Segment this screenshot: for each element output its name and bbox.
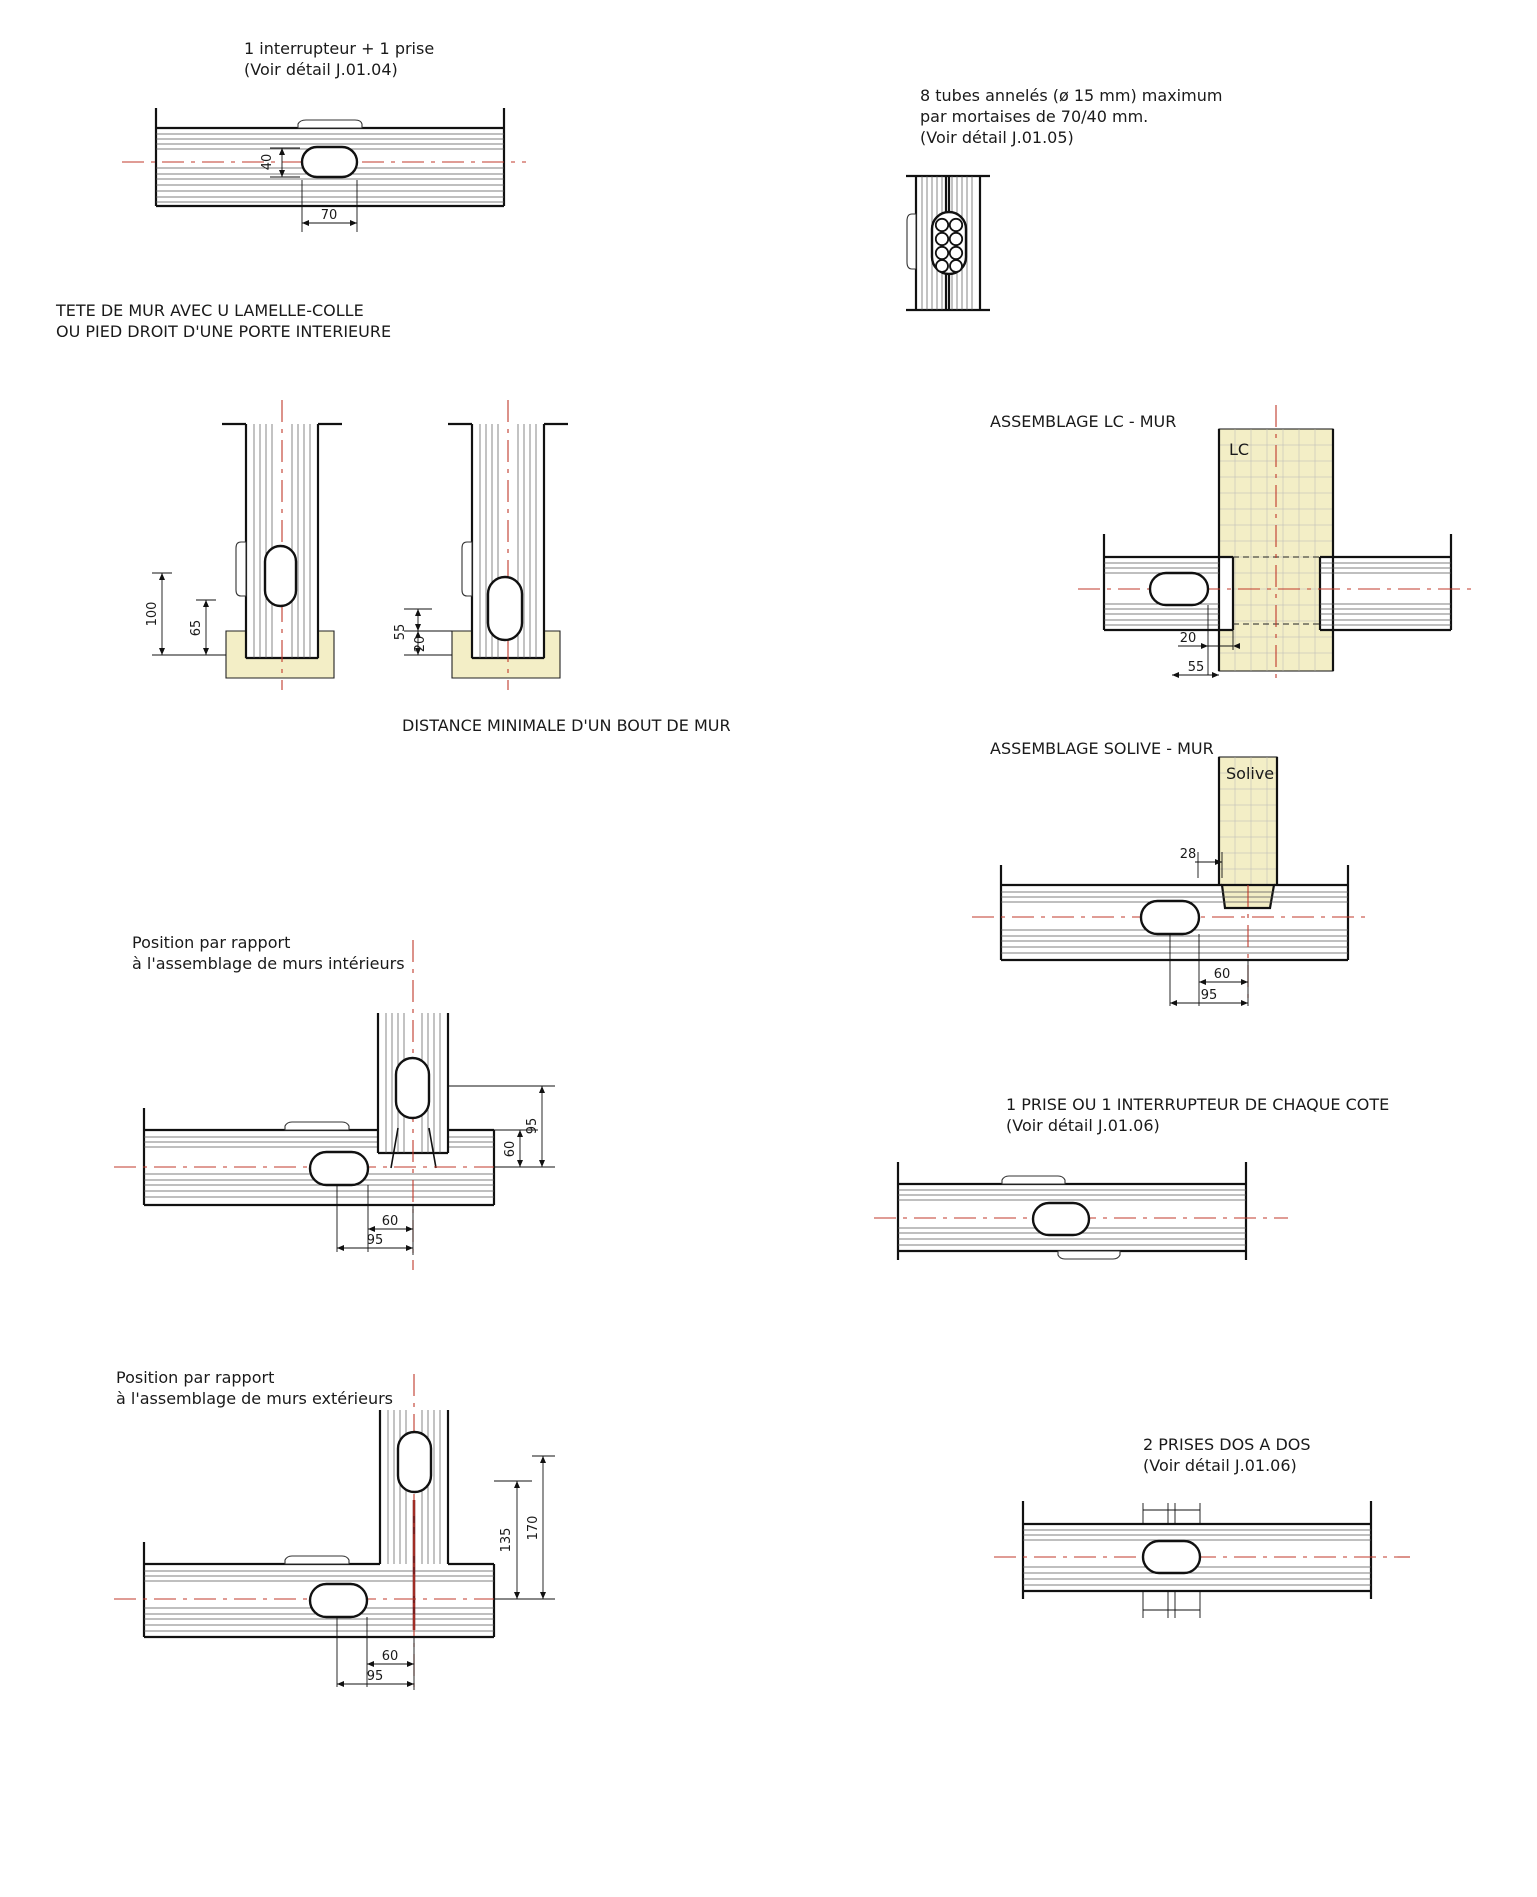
- detail-each-side: 1 PRISE OU 1 INTERRUPTEUR DE CHAQUE COTE…: [874, 1095, 1389, 1260]
- exterior-label-line1: Position par rapport: [116, 1368, 274, 1387]
- mortise-hole: [1139, 899, 1201, 936]
- each-side-label-line1: 1 PRISE OU 1 INTERRUPTEUR DE CHAQUE COTE: [1006, 1095, 1389, 1114]
- dim-joist-a: 28: [1180, 847, 1197, 862]
- back-to-back-label-line1: 2 PRISES DOS A DOS: [1143, 1435, 1311, 1454]
- wall-head-label-line2: OU PIED DROIT D'UNE PORTE INTERIEURE: [56, 322, 391, 341]
- mortise-hole: [300, 145, 359, 179]
- dim-ext-v-a: 135: [499, 1528, 514, 1553]
- mortise-hole: [486, 575, 524, 642]
- dim-head-b-high: 55: [393, 624, 408, 641]
- tubes-label-line3: (Voir détail J.01.05): [920, 128, 1074, 147]
- min-distance-label: DISTANCE MINIMALE D'UN BOUT DE MUR: [402, 716, 731, 735]
- dim-mortise-width: 70: [321, 208, 338, 223]
- outlet-box: [461, 541, 473, 597]
- mortise-hole-vertical: [394, 1056, 431, 1120]
- detail-exterior-junction: Position par rapport à l'assemblage de m…: [114, 1368, 555, 1690]
- dim-int-h-b: 95: [367, 1233, 384, 1248]
- detail-interior-junction: Position par rapport à l'assemblage de m…: [114, 933, 555, 1270]
- dim-ext-h-b: 95: [367, 1669, 384, 1684]
- dim-int-h-a: 60: [382, 1214, 399, 1229]
- outlet-box: [297, 119, 363, 129]
- dim-ext-v-b: 170: [526, 1516, 541, 1541]
- mortise-hole-horizontal: [308, 1150, 370, 1187]
- outlet-box-front: [1001, 1175, 1066, 1185]
- mortise-hole-vertical: [396, 1430, 433, 1494]
- mortise-hole: [263, 544, 298, 608]
- mortise-hole: [1031, 1201, 1091, 1237]
- dim-ext-h-a: 60: [382, 1649, 399, 1664]
- outlet-box: [284, 1555, 350, 1565]
- each-side-label-line2: (Voir détail J.01.06): [1006, 1116, 1160, 1135]
- joist-wall-title: ASSEMBLAGE SOLIVE - MUR: [990, 739, 1214, 758]
- wall-post-a: 100 65: [145, 400, 342, 690]
- back-to-back-label-line2: (Voir détail J.01.06): [1143, 1456, 1297, 1475]
- switch-outlet-label-line1: 1 interrupteur + 1 prise: [244, 39, 434, 58]
- dim-head-b-low: 20: [413, 636, 428, 653]
- dim-lc-a: 20: [1180, 631, 1197, 646]
- detail-tubes: 8 tubes annelés (ø 15 mm) maximum par mo…: [906, 86, 1222, 312]
- detail-back-to-back: 2 PRISES DOS A DOS (Voir détail J.01.06): [994, 1435, 1410, 1618]
- dim-joist-c: 95: [1201, 988, 1218, 1003]
- wall-head-label-line1: TETE DE MUR AVEC U LAMELLE-COLLE: [55, 301, 364, 320]
- dim-int-v-b: 95: [525, 1118, 540, 1135]
- detail-joist-wall: ASSEMBLAGE SOLIVE - MUR Solive 28 60 95: [972, 739, 1372, 1006]
- dim-head-a-high: 100: [145, 602, 160, 627]
- detail-switch-outlet: 1 interrupteur + 1 prise (Voir détail J.…: [122, 39, 526, 232]
- tubes-label-line2: par mortaises de 70/40 mm.: [920, 107, 1148, 126]
- outlet-box: [906, 213, 917, 270]
- dim-lc-b: 55: [1188, 660, 1205, 675]
- lc-wall-title: ASSEMBLAGE LC - MUR: [990, 412, 1176, 431]
- exterior-label-line2: à l'assemblage de murs extérieurs: [116, 1389, 393, 1408]
- outlet-box: [235, 541, 247, 597]
- outlet-box: [284, 1121, 350, 1131]
- mortise-hole: [1148, 571, 1210, 607]
- dim-joist-b: 60: [1214, 967, 1231, 982]
- lc-tag: LC: [1229, 440, 1249, 459]
- conduit-tubes: [934, 217, 964, 273]
- dim-head-a-low: 65: [189, 620, 204, 637]
- mortise-hole-horizontal: [308, 1582, 369, 1619]
- switch-outlet-label-line2: (Voir détail J.01.04): [244, 60, 398, 79]
- dim-int-v-a: 60: [503, 1141, 518, 1158]
- dim-mortise-height: 40: [260, 154, 275, 171]
- detail-lc-wall: ASSEMBLAGE LC - MUR LC 20 55: [990, 405, 1478, 680]
- outlet-box-back: [1057, 1250, 1121, 1260]
- detail-wall-head: TETE DE MUR AVEC U LAMELLE-COLLE OU PIED…: [55, 301, 731, 735]
- glulam-beam-lc: [1218, 428, 1334, 672]
- interior-label-line2: à l'assemblage de murs intérieurs: [132, 954, 405, 973]
- wall-post-b: 55 20: [393, 400, 568, 690]
- tubes-label-line1: 8 tubes annelés (ø 15 mm) maximum: [920, 86, 1222, 105]
- joist-tag: Solive: [1226, 764, 1274, 783]
- screws: [390, 1127, 437, 1169]
- interior-label-line1: Position par rapport: [132, 933, 290, 952]
- mortise-hole: [1141, 1539, 1202, 1575]
